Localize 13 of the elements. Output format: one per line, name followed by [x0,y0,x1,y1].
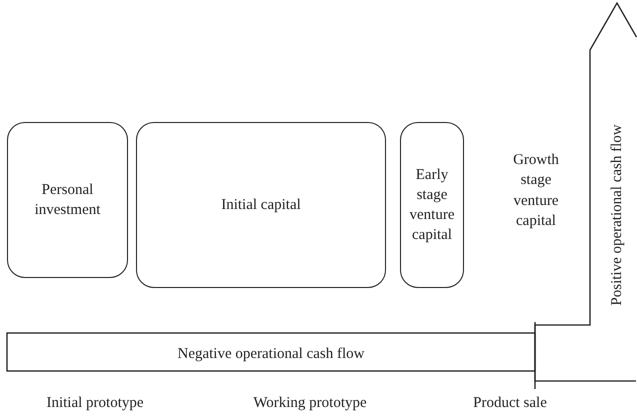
funding-label: Growth stage venture capital [512,151,560,231]
funding-label: Early stage venture capital [408,166,456,246]
funding-label: Initial capital [221,196,301,215]
funding-box [400,122,464,288]
milestone-label: Initial prototype [45,394,145,413]
funding-box [7,122,128,278]
funding-label: Personal investment [34,180,102,220]
milestone-label: Product sale [472,394,548,413]
cash-flow-label: Positive operational cash flow [608,123,626,308]
milestone-label: Working prototype [252,394,368,413]
funding-box [136,122,386,288]
cash-flow-label: Negative operational cash flow [176,345,366,364]
cash-flow-bar [6,332,536,372]
